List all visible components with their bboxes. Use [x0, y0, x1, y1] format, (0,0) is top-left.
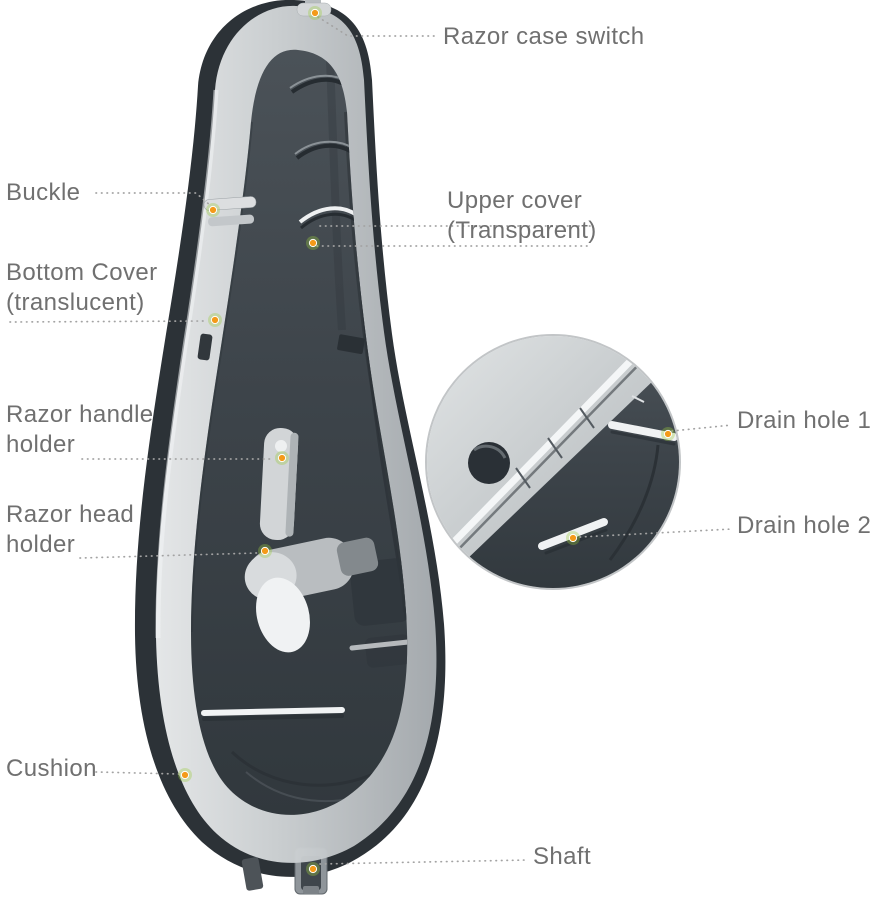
label-cushion: Cushion [6, 755, 97, 782]
marker-cushion [178, 768, 192, 782]
vent-arc [300, 212, 359, 230]
leader-drain-hole-1 [671, 424, 733, 432]
inset-dark-interior [440, 340, 679, 588]
marker-drain-hole-1 [661, 427, 675, 441]
label-bottom-cover: Bottom Cover (translucent) [6, 259, 158, 316]
label-razor-head-holder: Razor head holder [6, 501, 135, 558]
label-razor-case-switch: Razor case switch [443, 23, 645, 50]
buckle-shape [203, 196, 257, 227]
leader-shaft [319, 859, 529, 865]
leader-bottom-cover [9, 320, 207, 323]
shell-highlight [155, 89, 219, 639]
razor-case-drawing [134, 0, 446, 895]
marker-upper-cover [306, 236, 320, 250]
head-holder-highlight [256, 577, 310, 653]
marker-razor-case-switch [308, 6, 322, 20]
marker-buckle [206, 203, 220, 217]
marker-dots [178, 6, 675, 876]
label-razor-handle-holder: Razor handle holder [6, 401, 154, 458]
leader-razor-case-switch [317, 16, 438, 37]
vent-slot [201, 707, 345, 716]
drain-hole-1-slot [608, 421, 678, 441]
inset-rim-highlight [444, 339, 652, 552]
label-upper-cover: Upper cover (Transparent) [447, 187, 597, 244]
marker-bottom-cover [208, 313, 222, 327]
marker-shaft [306, 862, 320, 876]
leader-drain-hole-2 [579, 528, 733, 538]
label-buckle: Buckle [6, 179, 81, 206]
marker-razor-handle-holder [275, 451, 289, 465]
detail-inset [425, 334, 681, 590]
label-drain-hole-1: Drain hole 1 [737, 407, 872, 434]
rim-notch [197, 333, 213, 361]
label-shaft: Shaft [533, 843, 592, 870]
marker-drain-hole-2 [566, 531, 580, 545]
marker-razor-head-holder [258, 544, 272, 558]
leader-lines [9, 16, 733, 865]
label-drain-hole-2: Drain hole 2 [737, 512, 872, 539]
leader-buckle [95, 192, 212, 207]
vent-arc [295, 143, 354, 160]
razor-handle-holder-shape [259, 428, 299, 540]
leader-razor-head-holder [79, 552, 258, 559]
